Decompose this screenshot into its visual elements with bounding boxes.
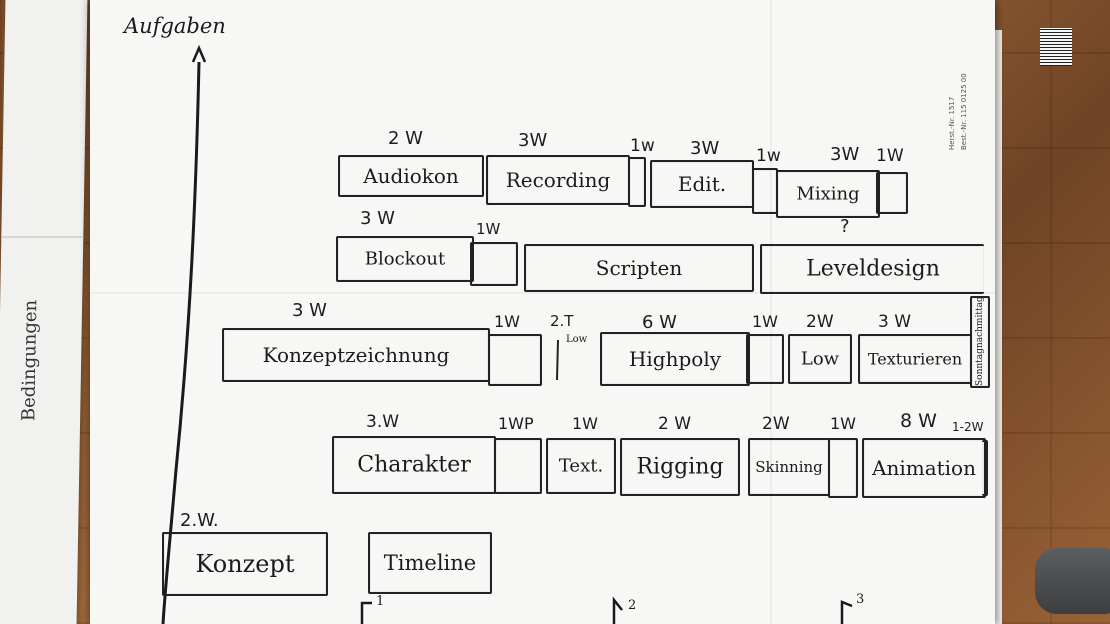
task-box — [876, 172, 908, 214]
duration-label: 2 W — [388, 128, 423, 149]
task-label: Edit. — [677, 172, 727, 196]
milestone-label: 2 — [628, 598, 637, 613]
task-box: Konzeptzeichnung — [222, 328, 490, 382]
task-box: Mixing — [776, 170, 880, 218]
task-box — [982, 440, 988, 496]
task-box: Text. — [546, 438, 616, 494]
task-label: Animation — [872, 456, 976, 480]
task-label: Texturieren — [867, 349, 963, 369]
task-label: Skinning — [755, 458, 823, 476]
task-label: Sonntagnachmittag — [975, 298, 985, 386]
task-label: Low — [800, 348, 840, 370]
task-label: Low — [566, 334, 588, 345]
duration-label: 3W — [518, 130, 548, 151]
task-label: Scripten — [595, 256, 683, 280]
duration-label: ? — [840, 216, 850, 237]
duration-label: 3 W — [360, 208, 395, 229]
duration-label: 3W — [690, 138, 720, 159]
task-label: Mixing — [796, 183, 860, 205]
duration-label: 1W — [752, 312, 778, 331]
task-label: Konzeptzeichnung — [262, 343, 450, 367]
duration-label: 2.W. — [180, 510, 219, 531]
task-label: Recording — [505, 168, 611, 192]
task-box: Leveldesign — [760, 244, 984, 294]
duration-label: 1w — [756, 146, 781, 166]
task-label: Timeline — [383, 551, 477, 575]
task-box: Animation — [862, 438, 986, 498]
fold-line — [90, 292, 995, 294]
milestone-label: 3 — [856, 592, 865, 607]
duration-label: 2W — [762, 414, 790, 434]
duration-label: 2 W — [658, 414, 692, 434]
duration-label: 6 W — [642, 312, 677, 333]
task-box: Sonntagnachmittag — [970, 296, 990, 388]
duration-label: 3 W — [292, 300, 327, 321]
duration-label: 3.W — [366, 412, 400, 432]
duration-label: 1w — [630, 136, 655, 156]
task-label: Konzept — [195, 550, 295, 578]
task-box — [488, 334, 542, 386]
task-label: Highpoly — [628, 347, 722, 371]
duration-label: 1W — [830, 414, 856, 433]
duration-label: 3W — [830, 144, 860, 165]
duration-label: 1W — [494, 312, 520, 331]
task-box — [746, 334, 784, 384]
task-box: Texturieren — [858, 334, 972, 384]
gantt-paper-sheet: Best.-Nr. 115 0125 00 Herst.-Nr. 1517 — [90, 0, 1072, 624]
duration-label: 1-2W — [952, 420, 984, 434]
task-box — [828, 438, 858, 498]
task-box: Scripten — [524, 244, 754, 292]
task-label: Leveldesign — [806, 256, 940, 282]
task-label: Charakter — [357, 452, 471, 478]
task-box: Edit. — [650, 160, 754, 208]
task-box: Audiokon — [338, 155, 484, 197]
task-box — [494, 438, 542, 494]
task-box: Timeline — [368, 532, 492, 594]
task-box: Highpoly — [600, 332, 750, 386]
task-box — [628, 157, 646, 207]
duration-label: 1W — [476, 220, 501, 238]
task-box: Recording — [486, 155, 630, 205]
duration-label: 8 W — [900, 410, 937, 432]
duration-label: 3 W — [878, 312, 912, 332]
fold-line — [770, 0, 772, 624]
task-label: Blockout — [364, 248, 446, 270]
task-box: Low — [788, 334, 852, 384]
task-box: Blockout — [336, 236, 474, 282]
task-box: Skinning — [748, 438, 830, 496]
duration-label: 1W — [572, 414, 598, 433]
task-label: Audiokon — [363, 164, 459, 188]
task-box: Rigging — [620, 438, 740, 496]
axis-label: Aufgaben — [124, 14, 226, 38]
duration-label: 2W — [806, 312, 834, 332]
task-label: Rigging — [636, 454, 724, 480]
task-box: Konzept — [162, 532, 328, 596]
duration-label: 1W — [876, 146, 904, 166]
barcode-icon — [1040, 28, 1072, 66]
task-label: Text. — [558, 455, 604, 477]
duration-label: 2.T — [550, 312, 574, 330]
milestone-label: 1 — [376, 594, 385, 609]
task-box: Charakter — [332, 436, 496, 494]
computer-mouse — [1035, 548, 1110, 614]
duration-label: 1WP — [498, 414, 534, 433]
task-box — [470, 242, 518, 286]
